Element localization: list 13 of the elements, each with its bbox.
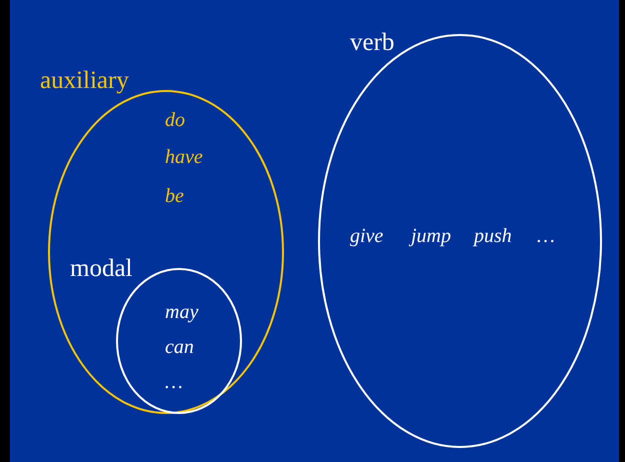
example-word: do: [165, 110, 185, 130]
example-word: have: [165, 147, 203, 167]
example-word: jump: [411, 226, 451, 246]
set-label: modal: [70, 256, 132, 281]
example-word: …: [165, 372, 183, 392]
example-word: may: [165, 302, 198, 322]
example-word: can: [165, 337, 194, 357]
example-word: push: [474, 226, 512, 246]
set-label: verb: [350, 30, 394, 55]
set-label: auxiliary: [40, 68, 129, 93]
example-word: …: [537, 226, 555, 246]
example-word: be: [165, 186, 184, 206]
example-word: give: [350, 226, 384, 246]
